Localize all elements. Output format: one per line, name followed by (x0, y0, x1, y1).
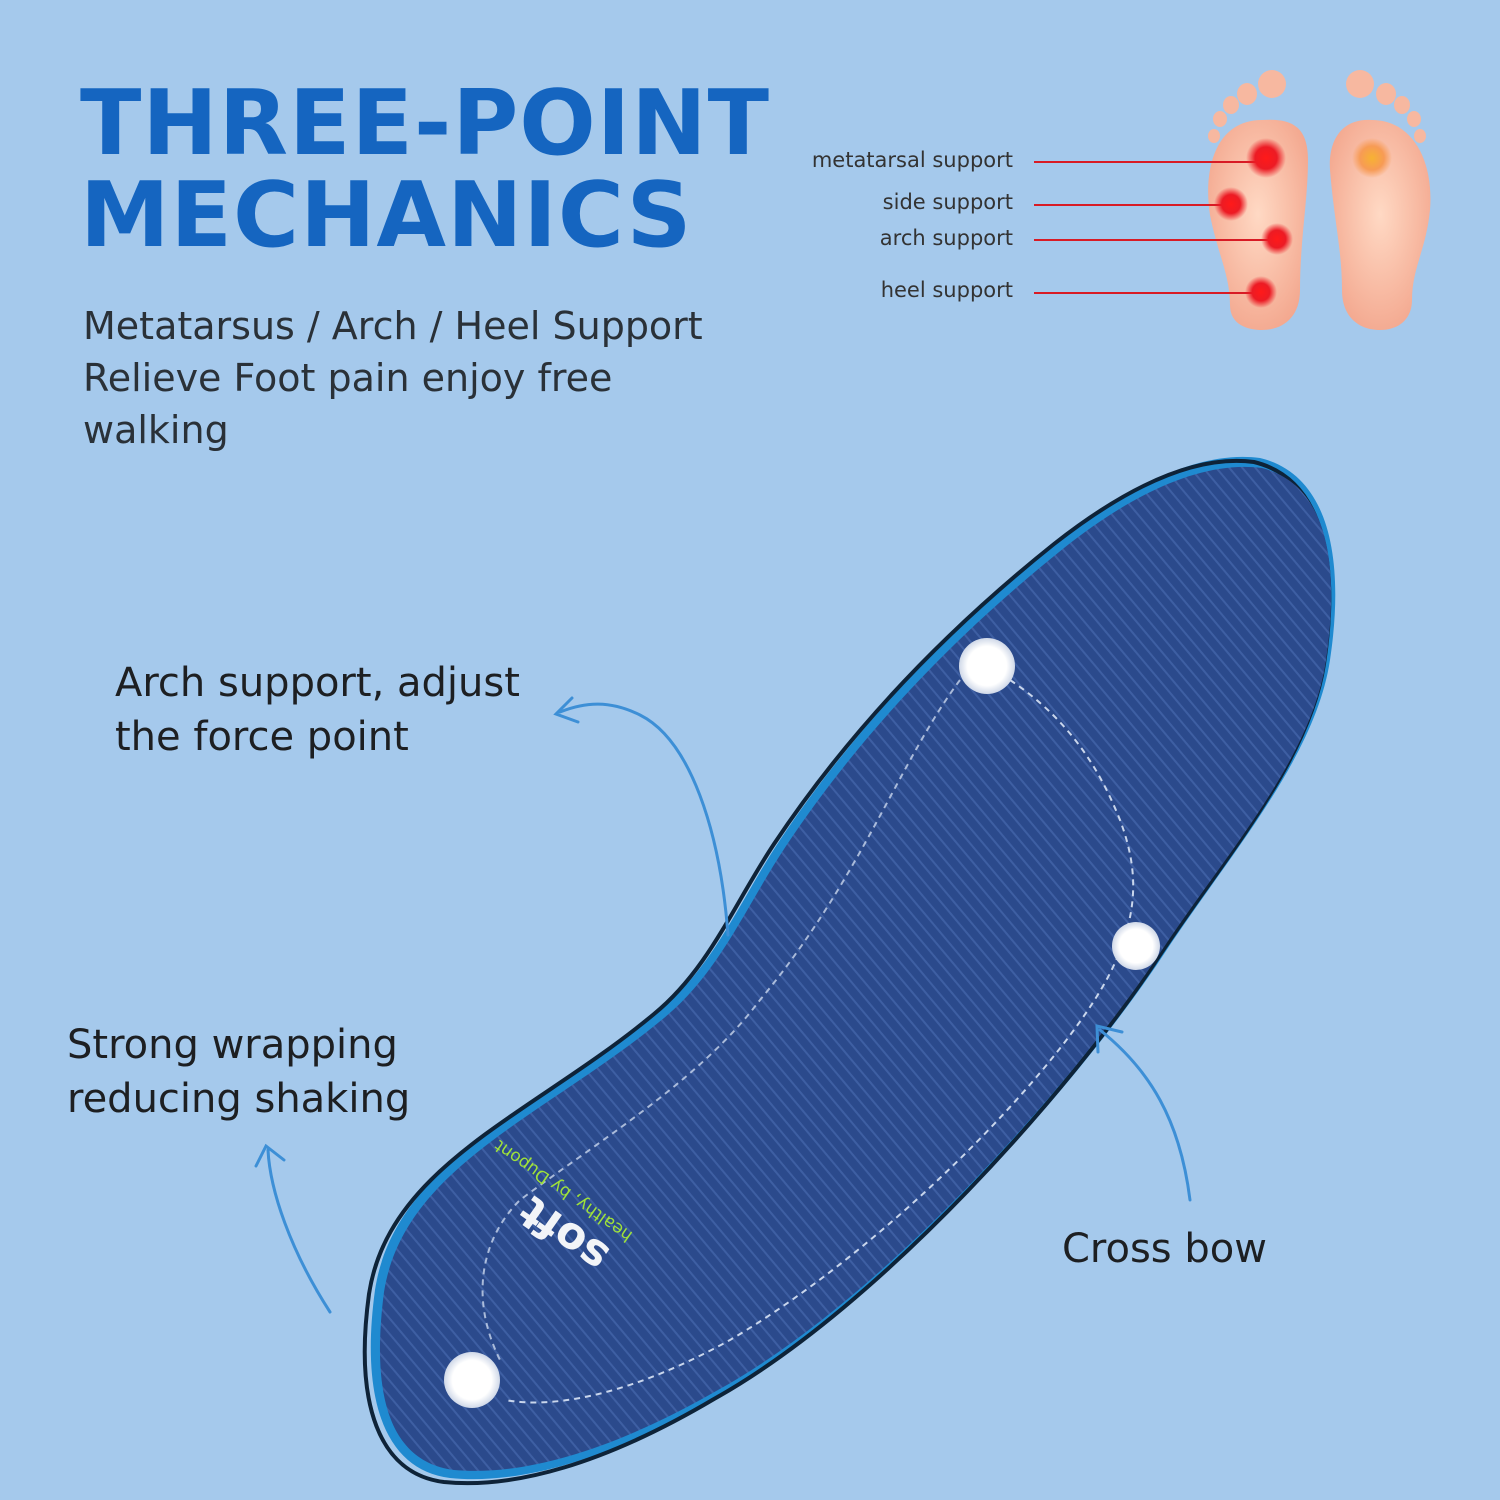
title-line-1: THREE-POINT (80, 71, 770, 176)
bow-callout-arrowhead (1095, 1024, 1124, 1054)
wrap-callout-arrowhead (254, 1143, 286, 1168)
right-foot-pressure-point (1352, 138, 1392, 178)
arch-support-pointer (1034, 223, 1293, 255)
subtitle-line-3: walking (83, 408, 229, 452)
bow-callout-line-1: Cross bow (1062, 1226, 1267, 1272)
insole: soft healthy, by Dupont (362, 456, 1336, 1486)
page-title: THREE-POINT MECHANICS (80, 78, 770, 262)
arch-support-label: arch support (879, 226, 1013, 250)
metatarsal-support-pointer (1034, 138, 1286, 178)
arch-callout-arrowhead (553, 696, 580, 724)
arch-callout-line-1: Arch support, adjust (115, 660, 520, 706)
side-support-label: side support (882, 190, 1013, 214)
arch-pressure-point (1112, 922, 1160, 970)
heel-support-label: heel support (880, 278, 1013, 302)
metatarsal-pressure-point (959, 638, 1015, 694)
cross-bow-callout: Cross bow (1062, 1222, 1267, 1276)
wrap-callout-line-2: reducing shaking (67, 1076, 411, 1122)
subtitle-line-1: Metatarsus / Arch / Heel Support (83, 304, 703, 348)
arch-support-callout: Arch support, adjust the force point (115, 656, 520, 764)
foot-diagram-right (1329, 70, 1431, 331)
wrapping-callout: Strong wrapping reducing shaking (67, 1018, 410, 1126)
side-support-pointer (1034, 187, 1248, 221)
subtitle-line-2: Relieve Foot pain enjoy free (83, 356, 613, 400)
arch-callout-line-2: the force point (115, 714, 409, 760)
subtitle: Metatarsus / Arch / Heel Support Relieve… (83, 300, 743, 456)
title-line-2: MECHANICS (80, 163, 693, 268)
wrap-callout-arrow (266, 1148, 332, 1314)
wrap-callout-line-1: Strong wrapping (67, 1022, 398, 1068)
heel-pressure-point (444, 1352, 500, 1408)
bow-callout-arrow (1098, 1028, 1192, 1202)
heel-support-pointer (1034, 276, 1277, 308)
metatarsal-support-label: metatarsal support (811, 148, 1013, 172)
arch-callout-arrow (558, 702, 730, 937)
foot-diagram-left (1208, 70, 1308, 330)
